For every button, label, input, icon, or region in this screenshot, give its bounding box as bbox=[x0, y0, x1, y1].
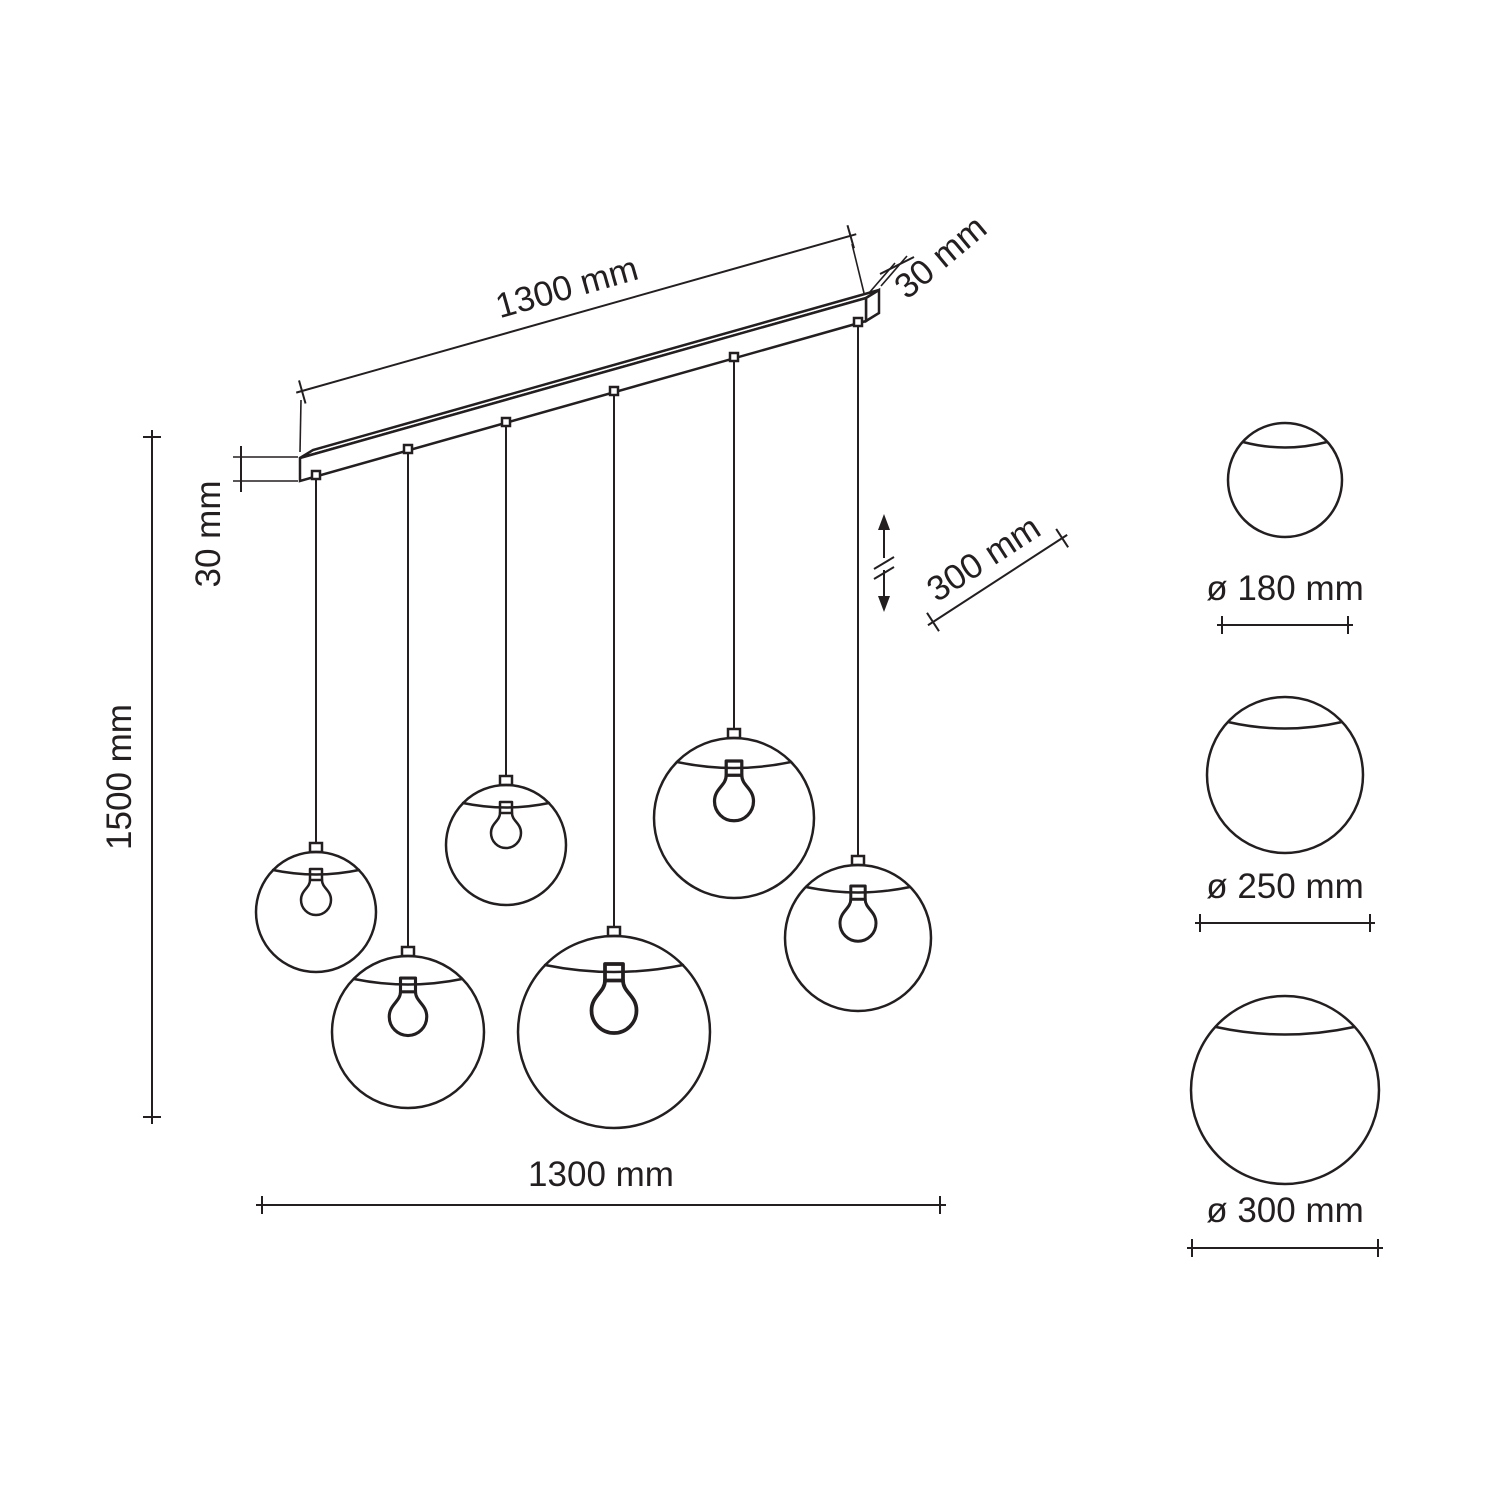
dimension-tick bbox=[846, 224, 855, 249]
dim-label-cord-adjustment: 300 mm bbox=[920, 508, 1047, 610]
dim-overall-height: 1500 mm bbox=[100, 430, 161, 1124]
adjustment-arrow bbox=[873, 514, 895, 612]
cord-connector-1 bbox=[310, 469, 322, 481]
pendant-5 bbox=[652, 351, 816, 900]
bulb-icon-6 bbox=[838, 884, 878, 943]
break-tick bbox=[873, 566, 895, 580]
dim-label-overall-height: 1500 mm bbox=[100, 704, 139, 850]
globe-cap-line-5 bbox=[675, 760, 793, 770]
cord-connector-6 bbox=[852, 316, 864, 328]
dim-bar-height: 30 mm bbox=[189, 446, 298, 587]
glass-globe-3 bbox=[444, 783, 568, 907]
globe-cap-line bbox=[1214, 1025, 1356, 1036]
legend-label-small: ø 180 mm bbox=[1206, 569, 1364, 608]
dim-label-bar-length: 1300 mm bbox=[491, 249, 642, 326]
cord-connector-2 bbox=[402, 443, 414, 455]
globe-fitting-5 bbox=[726, 727, 742, 740]
glass-globe-5 bbox=[652, 736, 816, 900]
glass-globe-1 bbox=[254, 850, 378, 974]
bulb-icon-4 bbox=[589, 962, 639, 1035]
dim-overall-width-bottom: 1300 mm bbox=[256, 1155, 946, 1214]
dim-cord-adjustment: 300 mm bbox=[873, 508, 1069, 632]
globe-fitting-3 bbox=[498, 774, 514, 787]
ceiling-bar bbox=[298, 287, 881, 483]
dim-label-overall-width: 1300 mm bbox=[528, 1155, 674, 1194]
globe-fitting-1 bbox=[308, 841, 324, 854]
globe-fitting-4 bbox=[606, 925, 622, 938]
glass-globe-6 bbox=[783, 863, 933, 1013]
bulb-icon-5 bbox=[712, 759, 756, 823]
break-tick bbox=[873, 556, 895, 570]
bulb-icon-1 bbox=[299, 867, 333, 917]
dimension-tick bbox=[298, 380, 307, 404]
globe-fitting-2 bbox=[400, 945, 416, 958]
globe-fitting-6 bbox=[850, 854, 866, 867]
extension-line bbox=[880, 255, 908, 287]
legend-globe-medium: ø 250 mm bbox=[1195, 695, 1375, 932]
legend-globe-medium-circle bbox=[1205, 695, 1365, 855]
globe-cap-line-1 bbox=[271, 868, 361, 876]
bulb-icon-3 bbox=[489, 800, 523, 850]
globe-cap-line-2 bbox=[352, 977, 464, 986]
legend-label-medium: ø 250 mm bbox=[1206, 867, 1364, 906]
glass-globe-4 bbox=[516, 934, 712, 1130]
pendant-4 bbox=[516, 385, 712, 1130]
pendant-6 bbox=[783, 316, 933, 1013]
legend-globe-small: ø 180 mm bbox=[1206, 421, 1364, 634]
arrow-down-icon bbox=[878, 596, 890, 612]
globe-cap-line-4 bbox=[543, 963, 685, 974]
extension-line bbox=[299, 399, 302, 453]
extension-line bbox=[851, 243, 865, 294]
pendant-1 bbox=[254, 469, 378, 974]
bar-front-face bbox=[298, 296, 868, 483]
pendant-3 bbox=[444, 416, 568, 907]
cord-connector-5 bbox=[728, 351, 740, 363]
legend-globe-large: ø 300 mm bbox=[1187, 994, 1383, 1257]
globe-cap-line-3 bbox=[461, 801, 551, 809]
dim-bar-depth: 30 mm bbox=[868, 208, 994, 307]
legend-globe-large-circle bbox=[1189, 994, 1381, 1186]
cord-connector-4 bbox=[608, 385, 620, 397]
pendants bbox=[254, 316, 933, 1130]
pendant-2 bbox=[330, 443, 486, 1110]
dimension-line bbox=[295, 233, 857, 394]
globe-cap-line bbox=[1241, 440, 1329, 449]
globe-cap-line bbox=[1226, 720, 1344, 730]
cord-connector-3 bbox=[500, 416, 512, 428]
dim-label-bar-height: 30 mm bbox=[189, 481, 228, 588]
bulb-icon-2 bbox=[387, 976, 429, 1038]
globe-cap-line-6 bbox=[804, 885, 912, 894]
dimension-line bbox=[927, 534, 1068, 627]
glass-globe-2 bbox=[330, 954, 486, 1110]
dimension-tick bbox=[926, 612, 940, 632]
globe-size-legend: ø 180 mm ø 250 mm ø 300 mm bbox=[1187, 421, 1383, 1257]
dimension-tick bbox=[1055, 528, 1069, 548]
dim-label-bar-depth: 30 mm bbox=[887, 208, 994, 307]
legend-label-large: ø 300 mm bbox=[1206, 1191, 1364, 1230]
arrow-up-icon bbox=[878, 514, 890, 530]
legend-globe-small-circle bbox=[1226, 421, 1344, 539]
dimension-line bbox=[879, 256, 915, 275]
